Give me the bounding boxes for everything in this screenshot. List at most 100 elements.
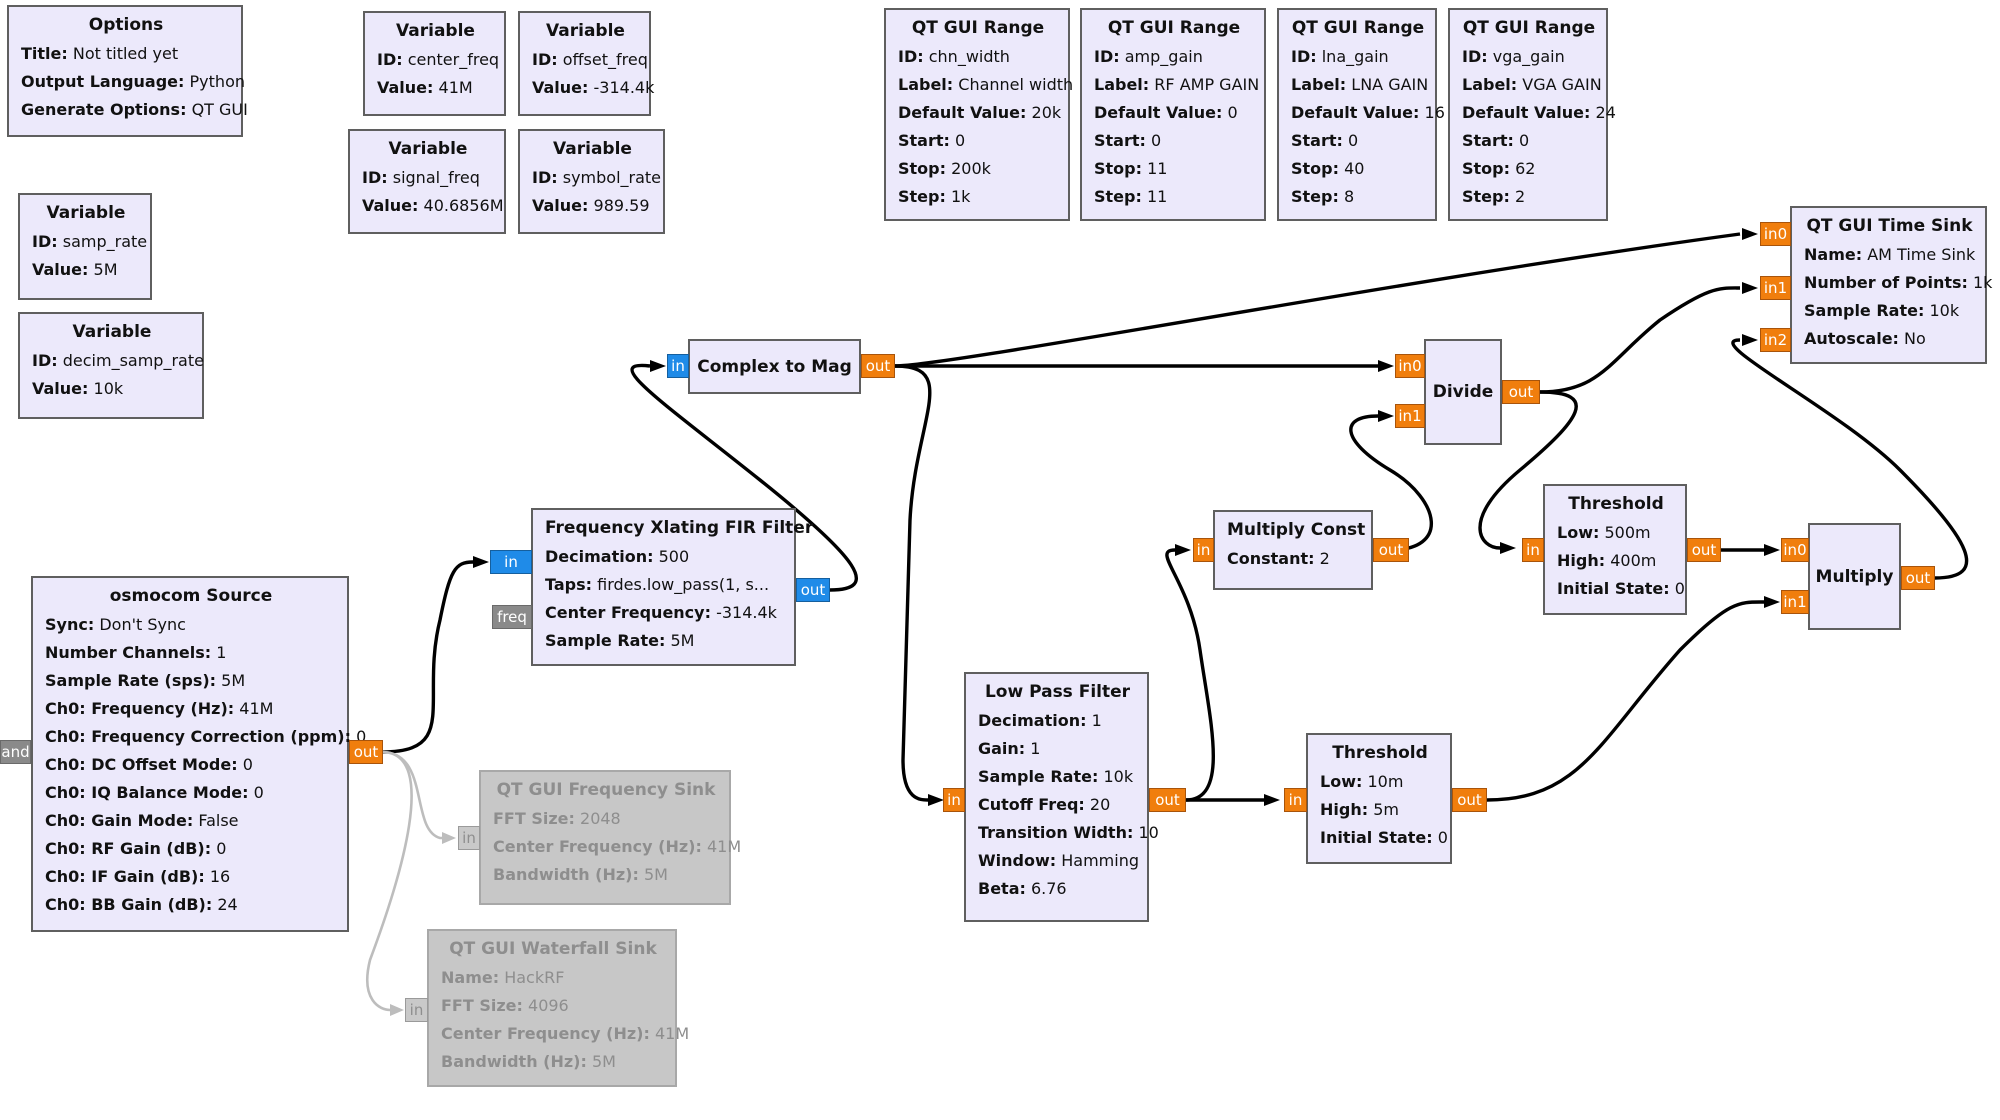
lowpass-in-port[interactable]: in	[943, 788, 965, 812]
wire-divide-to-timesink-in1	[1539, 286, 1741, 394]
param-label: Label: LNA GAIN	[1291, 75, 1429, 94]
block-title: QT GUI Range	[1462, 18, 1596, 38]
threshold-block-2[interactable]: Threshold Low: 10m High: 5m Initial Stat…	[1306, 733, 1452, 864]
lowpass-out-port[interactable]: out	[1149, 788, 1186, 812]
complex-to-mag-out-port[interactable]: out	[861, 354, 895, 378]
wire-osmocom-to-waterfall	[366, 750, 413, 1012]
param-start: Start: 0	[1291, 131, 1359, 150]
xlating-in-port[interactable]: in	[490, 550, 532, 574]
block-title: Variable	[46, 203, 126, 223]
variable-block-signal-freq[interactable]: Variable ID: signal_freq Value: 40.6856M	[348, 129, 506, 234]
param-ch0-iq-balance-mode: Ch0: IQ Balance Mode: 0	[45, 783, 264, 802]
wire-mag-to-timesink-in0	[894, 232, 1741, 368]
qt-gui-time-sink-block[interactable]: QT GUI Time Sink Name: AM Time Sink Numb…	[1790, 206, 1992, 364]
param-title: Title: Not titled yet	[21, 44, 179, 63]
arrow-multiply-in0	[1764, 544, 1780, 556]
param-decimation: Decimation: 500	[545, 547, 690, 566]
arrow-threshold2-in	[1264, 794, 1280, 806]
block-title: QT GUI Frequency Sink	[496, 780, 716, 800]
qt-gui-waterfall-sink-block[interactable]: QT GUI Waterfall Sink Name: HackRF FFT S…	[427, 929, 689, 1087]
param-value: Value: 40.6856M	[362, 196, 504, 215]
param-step: Step: 11	[1094, 187, 1168, 206]
divide-in0-port[interactable]: in0	[1395, 354, 1425, 378]
osmocom-out-port[interactable]: out	[349, 740, 383, 764]
variable-block-offset-freq[interactable]: Variable ID: offset_freq Value: -314.4k	[518, 11, 654, 116]
param-window: Window: Hamming	[978, 851, 1139, 870]
param-sample-rate: Sample Rate (sps): 5M	[45, 671, 246, 690]
arrow-timesink-in1	[1742, 282, 1758, 294]
param-start: Start: 0	[898, 131, 966, 150]
variable-block-symbol-rate[interactable]: Variable ID: symbol_rate Value: 989.59	[518, 129, 665, 234]
multiply-in0-port[interactable]: in0	[1781, 538, 1809, 562]
timesink-in1-port[interactable]: in1	[1760, 276, 1791, 300]
param-initial-state: Initial State: 0	[1320, 828, 1448, 847]
divide-out-port[interactable]: out	[1502, 380, 1540, 404]
block-title: Divide	[1432, 382, 1494, 402]
low-pass-filter-block[interactable]: Low Pass Filter Decimation: 1 Gain: 1 Sa…	[964, 672, 1159, 922]
threshold-block-1[interactable]: Threshold Low: 500m High: 400m Initial S…	[1543, 484, 1687, 615]
block-title: Variable	[546, 21, 625, 41]
freq-xlating-fir-filter-block[interactable]: Frequency Xlating FIR Filter Decimation:…	[531, 508, 813, 666]
param-low: Low: 10m	[1320, 772, 1404, 791]
qt-gui-range-block-chn-width[interactable]: QT GUI Range ID: chn_width Label: Channe…	[884, 8, 1074, 221]
multiply-const-in-port[interactable]: in	[1193, 538, 1214, 562]
param-cutoff-freq: Cutoff Freq: 20	[978, 795, 1111, 814]
qt-gui-range-block-vga-gain[interactable]: QT GUI Range ID: vga_gain Label: VGA GAI…	[1448, 8, 1616, 221]
param-label: Label: VGA GAIN	[1462, 75, 1602, 94]
qt-gui-frequency-sink-block[interactable]: QT GUI Frequency Sink FFT Size: 2048 Cen…	[479, 770, 741, 905]
xlating-freq-port[interactable]: freq	[492, 605, 532, 629]
param-gain: Gain: 1	[978, 739, 1041, 758]
param-ch0-bb-gain: Ch0: BB Gain (dB): 24	[45, 895, 238, 914]
divide-block[interactable]: Divide	[1424, 339, 1502, 445]
osmocom-left-port[interactable]: and	[0, 740, 31, 764]
multiply-const-block[interactable]: Multiply Const Constant: 2	[1213, 510, 1373, 590]
param-bandwidth: Bandwidth (Hz): 5M	[441, 1052, 616, 1071]
param-ch0-dc-offset-mode: Ch0: DC Offset Mode: 0	[45, 755, 253, 774]
param-transition-width: Transition Width: 10	[978, 823, 1159, 842]
param-id: ID: offset_freq	[532, 50, 648, 69]
divide-in1-port[interactable]: in1	[1395, 404, 1425, 428]
param-generate-options: Generate Options: QT GUI	[21, 100, 248, 119]
freqsink-in-port[interactable]: in	[458, 826, 480, 850]
variable-block-center-freq[interactable]: Variable ID: center_freq Value: 41M	[363, 11, 506, 116]
param-ch0-frequency: Ch0: Frequency (Hz): 41M	[45, 699, 274, 718]
timesink-in0-port[interactable]: in0	[1760, 222, 1791, 246]
param-default-value: Default Value: 0	[1094, 103, 1238, 122]
param-stop: Stop: 40	[1291, 159, 1365, 178]
osmocom-source-block[interactable]: osmocom Source Sync: Don't Sync Number C…	[31, 576, 366, 932]
block-title: QT GUI Time Sink	[1806, 216, 1973, 236]
param-step: Step: 1k	[898, 187, 971, 206]
param-default-value: Default Value: 16	[1291, 103, 1445, 122]
threshold2-in-port[interactable]: in	[1284, 788, 1307, 812]
param-step: Step: 8	[1291, 187, 1355, 206]
multiply-block[interactable]: Multiply	[1808, 523, 1901, 630]
param-name: Name: HackRF	[441, 968, 565, 987]
param-output-language: Output Language: Python	[21, 72, 245, 91]
param-stop: Stop: 11	[1094, 159, 1168, 178]
param-bandwidth: Bandwidth (Hz): 5M	[493, 865, 668, 884]
variable-block-samp-rate[interactable]: Variable ID: samp_rate Value: 5M	[18, 193, 152, 300]
qt-gui-range-block-amp-gain[interactable]: QT GUI Range ID: amp_gain Label: RF AMP …	[1080, 8, 1266, 221]
threshold1-in-port[interactable]: in	[1522, 538, 1544, 562]
complex-to-mag-in-port[interactable]: in	[667, 354, 689, 378]
param-high: High: 5m	[1320, 800, 1399, 819]
threshold1-out-port[interactable]: out	[1687, 538, 1721, 562]
complex-to-mag-block[interactable]: Complex to Mag	[688, 339, 861, 394]
options-block[interactable]: Options Title: Not titled yet Output Lan…	[7, 5, 248, 137]
param-ch0-if-gain: Ch0: IF Gain (dB): 16	[45, 867, 231, 886]
multiply-out-port[interactable]: out	[1901, 566, 1935, 590]
xlating-out-port[interactable]: out	[796, 578, 830, 602]
multiply-in1-port[interactable]: in1	[1781, 590, 1809, 614]
variable-block-decim-samp-rate[interactable]: Variable ID: decim_samp_rate Value: 10k	[18, 312, 204, 419]
multiply-const-out-port[interactable]: out	[1373, 538, 1409, 562]
qt-gui-range-block-lna-gain[interactable]: QT GUI Range ID: lna_gain Label: LNA GAI…	[1277, 8, 1445, 221]
param-constant: Constant: 2	[1227, 549, 1330, 568]
arrow-mag-in	[650, 360, 666, 372]
param-decimation: Decimation: 1	[978, 711, 1102, 730]
waterfall-in-port[interactable]: in	[405, 998, 428, 1022]
timesink-in2-port[interactable]: in2	[1760, 328, 1791, 352]
param-label: Label: Channel width	[898, 75, 1074, 94]
block-title: QT GUI Range	[1107, 18, 1241, 38]
threshold2-out-port[interactable]: out	[1452, 788, 1487, 812]
